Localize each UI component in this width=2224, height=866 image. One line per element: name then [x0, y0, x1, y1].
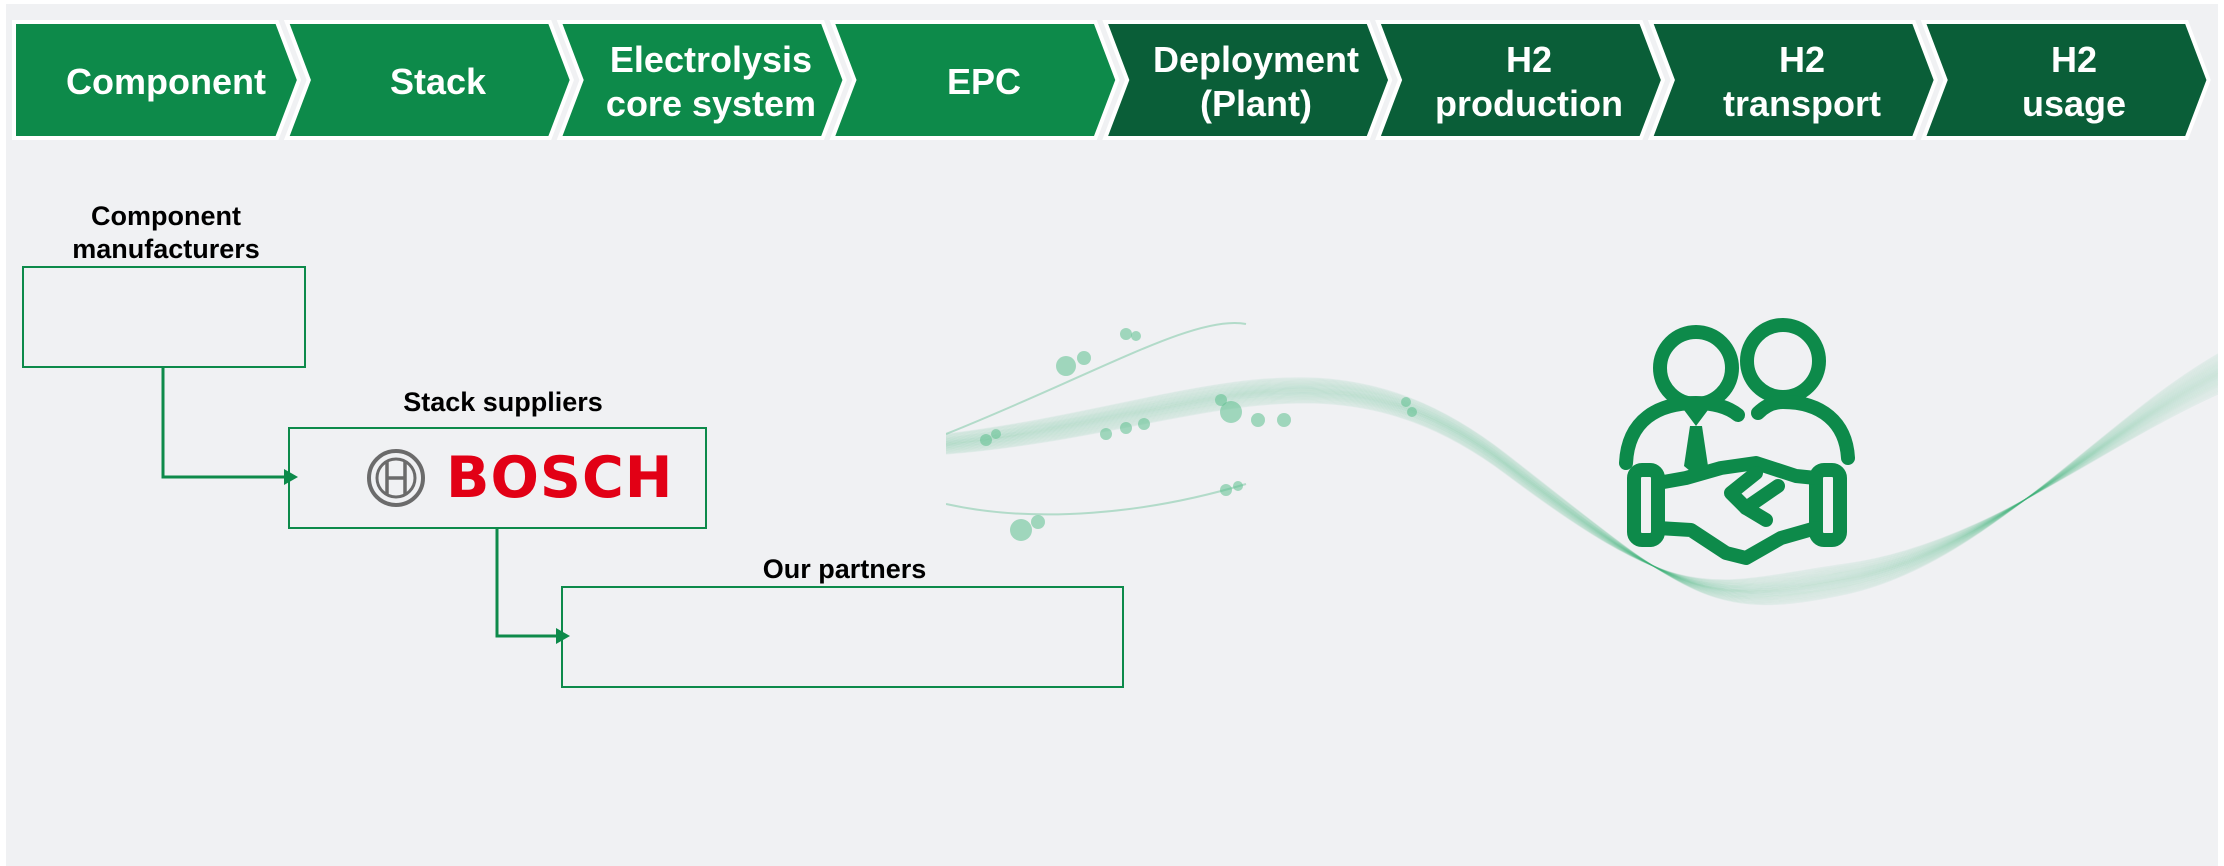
chevron-step-0 [12, 20, 302, 140]
chevron-label-h2-usage: H2 usage [2021, 39, 2127, 124]
molecule-dot-10 [1277, 413, 1291, 427]
molecule-dot-7 [1220, 401, 1242, 423]
molecule-dot-17 [980, 434, 992, 446]
chevron-step-6 [1647, 20, 1938, 140]
chevron-label-stack: Stack [389, 61, 487, 102]
chevron-step-3 [829, 20, 1120, 140]
component-manufacturers-box [22, 266, 306, 368]
chevron-step-7 [1920, 20, 2211, 140]
chevron-step-2 [556, 20, 847, 140]
our-partners-label: Our partners [762, 554, 927, 584]
molecule-dot-6 [1138, 418, 1150, 430]
molecule-dot-11 [1010, 519, 1032, 541]
molecule-dot-14 [1233, 481, 1243, 491]
stack-suppliers-label: Stack suppliers [403, 387, 603, 417]
chevron-label-h2-production: H2 production [1435, 39, 1623, 124]
flow-connectors [161, 368, 570, 644]
chevron-label-epc: EPC [946, 61, 1022, 102]
wave-arc-0 [946, 321, 1247, 435]
wave-arc-1 [946, 483, 1247, 516]
bosch-wordmark: BOSCH [446, 445, 674, 511]
molecule-dot-0 [1056, 356, 1076, 376]
arrowhead-to-partners [556, 628, 570, 644]
hydrogen-wave-graphic [946, 321, 2218, 606]
molecule-dot-15 [1401, 397, 1411, 407]
chevron-step-1 [283, 20, 574, 140]
chevron-step-4 [1102, 20, 1393, 140]
molecule-dot-9 [1251, 413, 1265, 427]
chevron-label-h2-transport: H2 transport [1722, 39, 1881, 124]
molecule-dot-1 [1077, 351, 1091, 365]
chevron-label-component: Component [66, 61, 266, 102]
component-manufacturers-label: Component manufacturers [72, 201, 260, 264]
handshake-people-icon [1619, 318, 1855, 565]
bosch-armature-icon [367, 449, 425, 507]
molecule-dot-13 [1220, 484, 1232, 496]
chevron-label-deployment-plant: Deployment (Plant) [1152, 39, 1360, 124]
molecule-dot-16 [1407, 407, 1417, 417]
molecule-dot-18 [991, 429, 1001, 439]
molecule-dot-3 [1131, 331, 1141, 341]
diagram-canvas: Component Stack Electrolysis core system… [6, 4, 2218, 866]
wave-lines [946, 353, 2218, 606]
connector-component-to-stack [161, 368, 284, 479]
chevron-label-electrolysis-core-system: Electrolysis core system [605, 39, 817, 124]
molecule-dot-12 [1031, 515, 1045, 529]
molecule-dot-2 [1120, 328, 1132, 340]
bosch-logo: BOSCH [366, 445, 674, 511]
connector-stack-to-partners [495, 529, 556, 638]
stack-suppliers-box [288, 427, 707, 529]
chevron-step-5 [1375, 20, 1666, 140]
molecule-dot-4 [1100, 428, 1112, 440]
our-partners-box [561, 586, 1124, 688]
molecule-dot-5 [1120, 422, 1132, 434]
value-chain-chevrons [12, 20, 2211, 140]
arrowhead-to-stack [284, 469, 298, 485]
molecule-dot-8 [1215, 394, 1227, 406]
